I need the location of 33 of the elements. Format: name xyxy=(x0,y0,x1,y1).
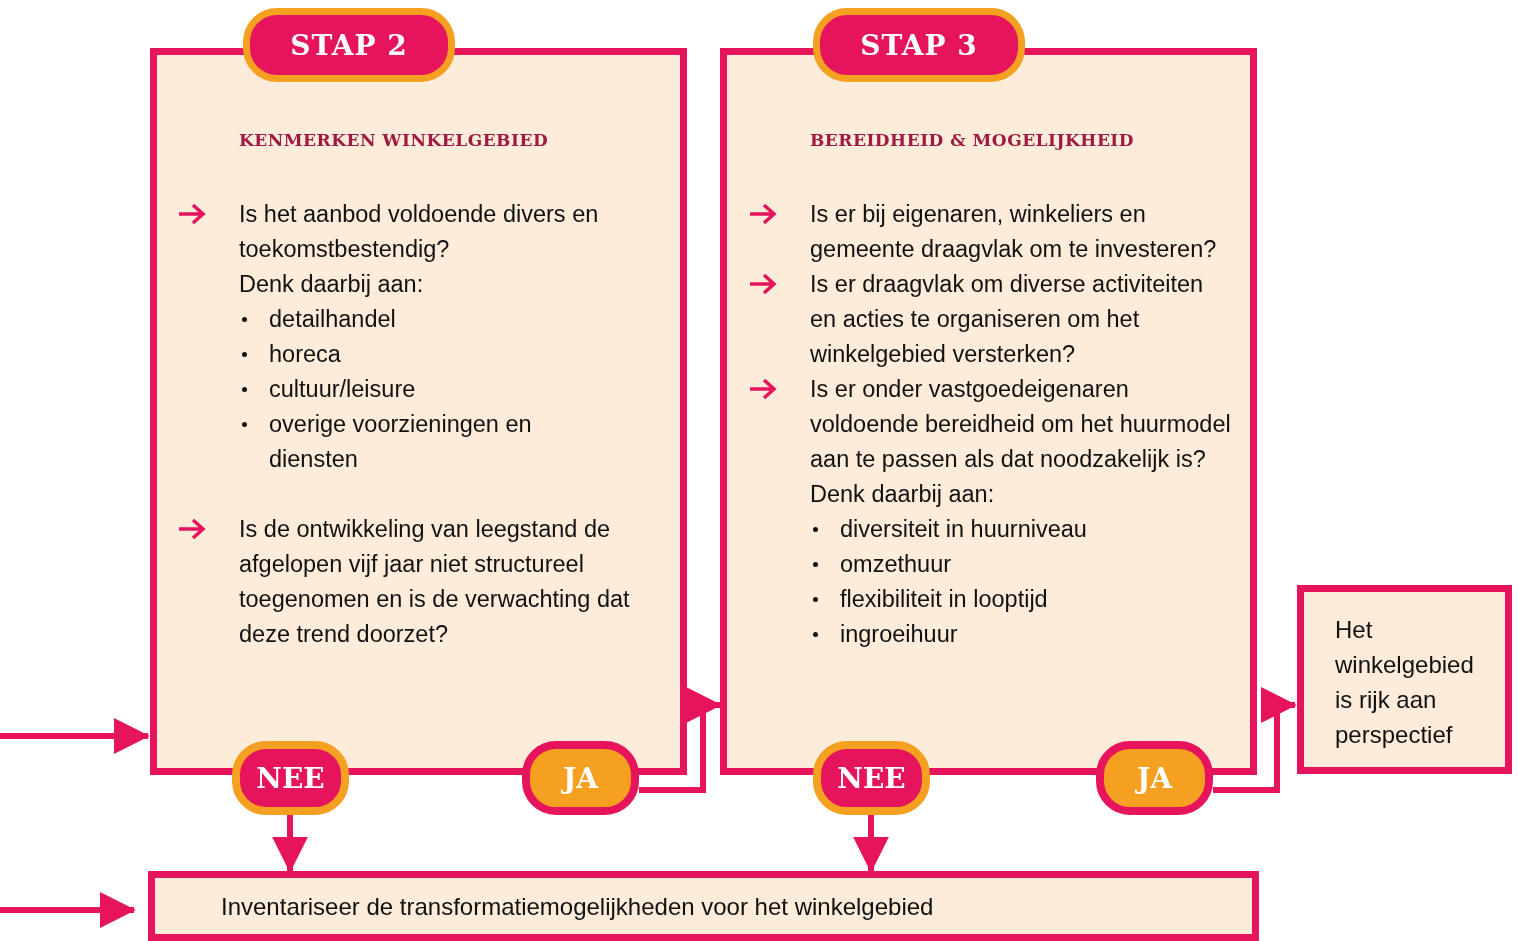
arrow xyxy=(0,718,150,754)
arrow xyxy=(1213,687,1297,793)
list-item: overige voorzieningen en diensten xyxy=(269,410,533,474)
section-heading: BEREIDHEID & MOGELIJKHEID xyxy=(810,129,1135,152)
list-item: detailhandel xyxy=(269,305,396,334)
body-text: Denk daarbij aan: xyxy=(239,270,424,299)
question-text: Is er draagvlak om diverse activiteiten en acties te organiseren om het winkelgebied versterken? xyxy=(810,270,1205,369)
action-box xyxy=(148,871,1259,941)
arrow xyxy=(853,815,889,873)
question-text: Is het aanbod voldoende divers en toekomstbestendig? xyxy=(239,200,600,264)
section-heading: KENMERKEN WINKELGEBIED xyxy=(239,129,549,152)
box-text: Het winkelgebied is rijk aan perspectief xyxy=(1335,615,1475,750)
list-item: ingroeihuur xyxy=(840,620,958,649)
arrow xyxy=(0,892,136,928)
question-text: Is er onder vastgoedeigenaren voldoende bereidheid om het huurmodel aan te passen als dat noodzakelijk is? xyxy=(810,375,1232,474)
list-item: omzethuur xyxy=(840,550,952,579)
arrow xyxy=(639,687,722,793)
step-badge: STAP 2 xyxy=(243,8,455,82)
arrow xyxy=(272,815,308,873)
list-item: flexibiliteit in looptijd xyxy=(840,585,1048,614)
body-text: Denk daarbij aan: xyxy=(810,480,995,509)
box-text: Inventariseer de transformatiemogelijkheden voor het winkelgebied xyxy=(221,891,934,922)
result-box xyxy=(1297,585,1512,774)
yes-badge: JA xyxy=(1096,741,1213,815)
list-item: cultuur/leisure xyxy=(269,375,416,404)
step-badge: STAP 3 xyxy=(813,8,1025,82)
list-item: diversiteit in huurniveau xyxy=(840,515,1087,544)
no-badge: NEE xyxy=(232,741,349,815)
list-item: horeca xyxy=(269,340,341,369)
no-badge: NEE xyxy=(813,741,930,815)
yes-badge: JA xyxy=(522,741,639,815)
question-text: Is er bij eigenaren, winkeliers en gemeente draagvlak om te investeren? xyxy=(810,200,1218,264)
question-text: Is de ontwikkeling van leegstand de afgelopen vijf jaar niet structureel toegenomen en is de verwachting dat deze trend doorzet? xyxy=(239,515,631,649)
